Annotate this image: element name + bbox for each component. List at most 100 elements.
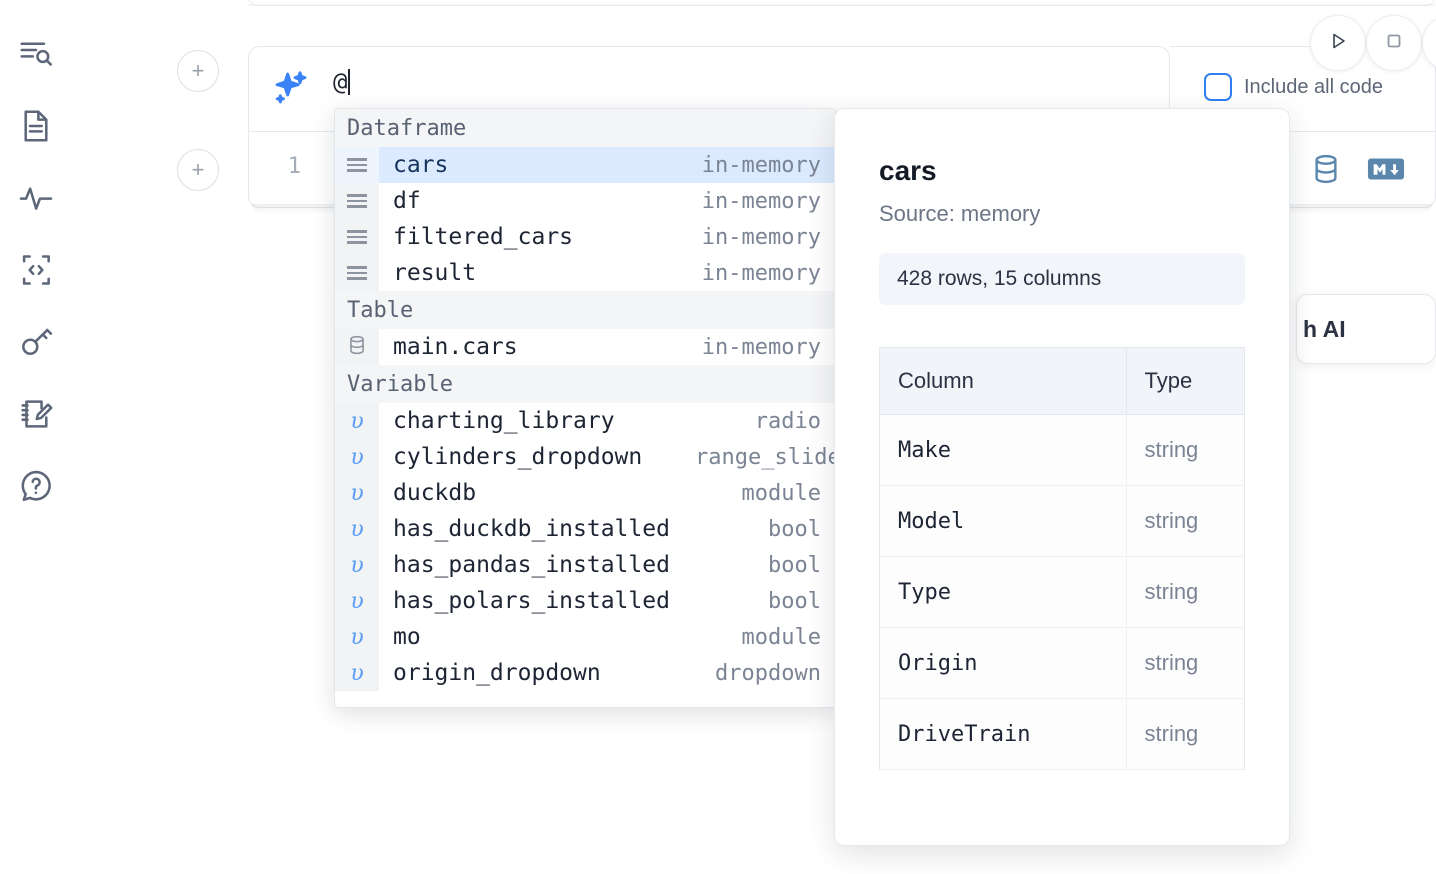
schema-column-type: string [1126,698,1245,770]
code-snippet-icon [17,251,55,289]
sparkle-ai-icon [271,67,311,112]
autocomplete-item[interactable]: υ origin_dropdown dropdown [335,655,835,691]
autocomplete-item-name: has_pandas_installed [393,552,670,578]
autocomplete-item-type: module [741,624,821,650]
variable-icon: υ [350,660,364,686]
autocomplete-item-name: mo [393,624,421,650]
sidebar-item-activity[interactable] [10,162,62,234]
ai-prompt-input[interactable]: @ [333,65,1169,105]
sidebar-item-snippets[interactable] [10,234,62,306]
variable-icon: υ [350,444,364,470]
detail-title: cars [879,155,937,186]
autocomplete-item-type: in-memory [701,334,821,360]
add-cell-below-button[interactable]: + [177,149,219,191]
autocomplete-item[interactable]: result in-memory [335,255,835,291]
autocomplete-item[interactable]: υ has_pandas_installed bool [335,547,835,583]
schema-column-name: Type [879,556,1127,628]
ai-suggestion-card-label: h AI [1303,315,1346,342]
autocomplete-item-type: radio [754,408,821,434]
column-header-type: Type [1126,347,1245,415]
dataframe-rows-icon [347,194,367,208]
autocomplete-item-name: origin_dropdown [393,660,601,686]
sidebar-rail [0,0,72,874]
autocomplete-item[interactable]: υ cylinders_dropdown range_slider [335,439,835,475]
include-all-code-checkbox[interactable] [1204,73,1232,101]
variable-icon: υ [350,624,364,650]
detail-source: Source: memory [879,201,1041,226]
run-button[interactable] [1310,15,1366,71]
help-question-icon [17,467,55,505]
autocomplete-item-type: dropdown [715,660,821,686]
autocomplete-item-type: in-memory [701,152,821,178]
autocomplete-item-name: cylinders_dropdown [393,444,643,470]
add-cell-above-button[interactable]: + [177,50,219,92]
schema-column-type: string [1126,627,1245,699]
sidebar-item-file[interactable] [10,90,62,162]
autocomplete-item-name: has_duckdb_installed [393,516,670,542]
include-all-code-label: Include all code [1244,75,1383,98]
sidebar-item-secrets[interactable] [10,306,62,378]
scratchpad-edit-icon [17,395,55,433]
autocomplete-item-name: duckdb [393,480,477,506]
activity-pulse-icon [17,179,55,217]
autocomplete-item-name: result [393,260,477,286]
autocomplete-item-name: main.cars [393,334,518,360]
autocomplete-item-type: bool [768,552,821,578]
sidebar-item-outline[interactable] [10,18,62,90]
outline-search-icon [17,35,55,73]
schema-column-type: string [1126,556,1245,628]
dataframe-detail-panel: cars Source: memory 428 rows, 15 columns… [834,108,1290,846]
variable-icon: υ [350,480,364,506]
autocomplete-item-type: in-memory [701,188,821,214]
autocomplete-item-type: in-memory [701,260,821,286]
stop-square-icon [1382,29,1406,58]
autocomplete-item-type: module [741,480,821,506]
autocomplete-item-name: filtered_cars [393,224,574,250]
autocomplete-item-type: in-memory [701,224,821,250]
ai-prompt-value: @ [333,68,348,96]
include-all-code-row[interactable]: Include all code [1204,73,1383,101]
previous-cell-shadow [248,4,1436,7]
autocomplete-item[interactable]: υ mo module [335,619,835,655]
autocomplete-item-type: bool [768,588,821,614]
schema-column-name: Origin [879,627,1127,699]
sidebar-item-scratchpad[interactable] [10,378,62,450]
database-icon[interactable] [1309,152,1343,191]
markdown-icon[interactable] [1367,155,1405,188]
stop-button[interactable] [1366,15,1422,71]
autocomplete-group-header: Table [335,291,835,329]
autocomplete-item[interactable]: main.cars in-memory [335,329,835,365]
autocomplete-item-type: range_slider [695,444,835,470]
variable-icon: υ [350,552,364,578]
key-icon [17,323,55,361]
schema-column-name: DriveTrain [879,698,1127,770]
autocomplete-item[interactable]: filtered_cars in-memory [335,219,835,255]
schema-column-name: Model [879,485,1127,557]
ai-suggestion-card[interactable]: h AI [1296,294,1436,364]
schema-column-name: Make [879,414,1127,486]
table-header-row: Column Type [879,347,1245,415]
dataframe-rows-icon [347,230,367,244]
dataframe-rows-icon [347,158,367,172]
file-document-icon [17,107,55,145]
line-number: 1 [287,154,301,179]
autocomplete-item-name: has_polars_installed [393,588,670,614]
autocomplete-item-name: cars [393,152,449,178]
text-cursor [348,69,351,95]
schema-column-type: string [1126,414,1245,486]
autocomplete-item[interactable]: υ duckdb module [335,475,835,511]
autocomplete-item[interactable]: cars in-memory [335,147,835,183]
detail-shape-badge: 428 rows, 15 columns [879,253,1245,305]
cell-action-icons [1309,152,1405,191]
variable-icon: υ [350,408,364,434]
sidebar-item-help[interactable] [10,450,62,522]
